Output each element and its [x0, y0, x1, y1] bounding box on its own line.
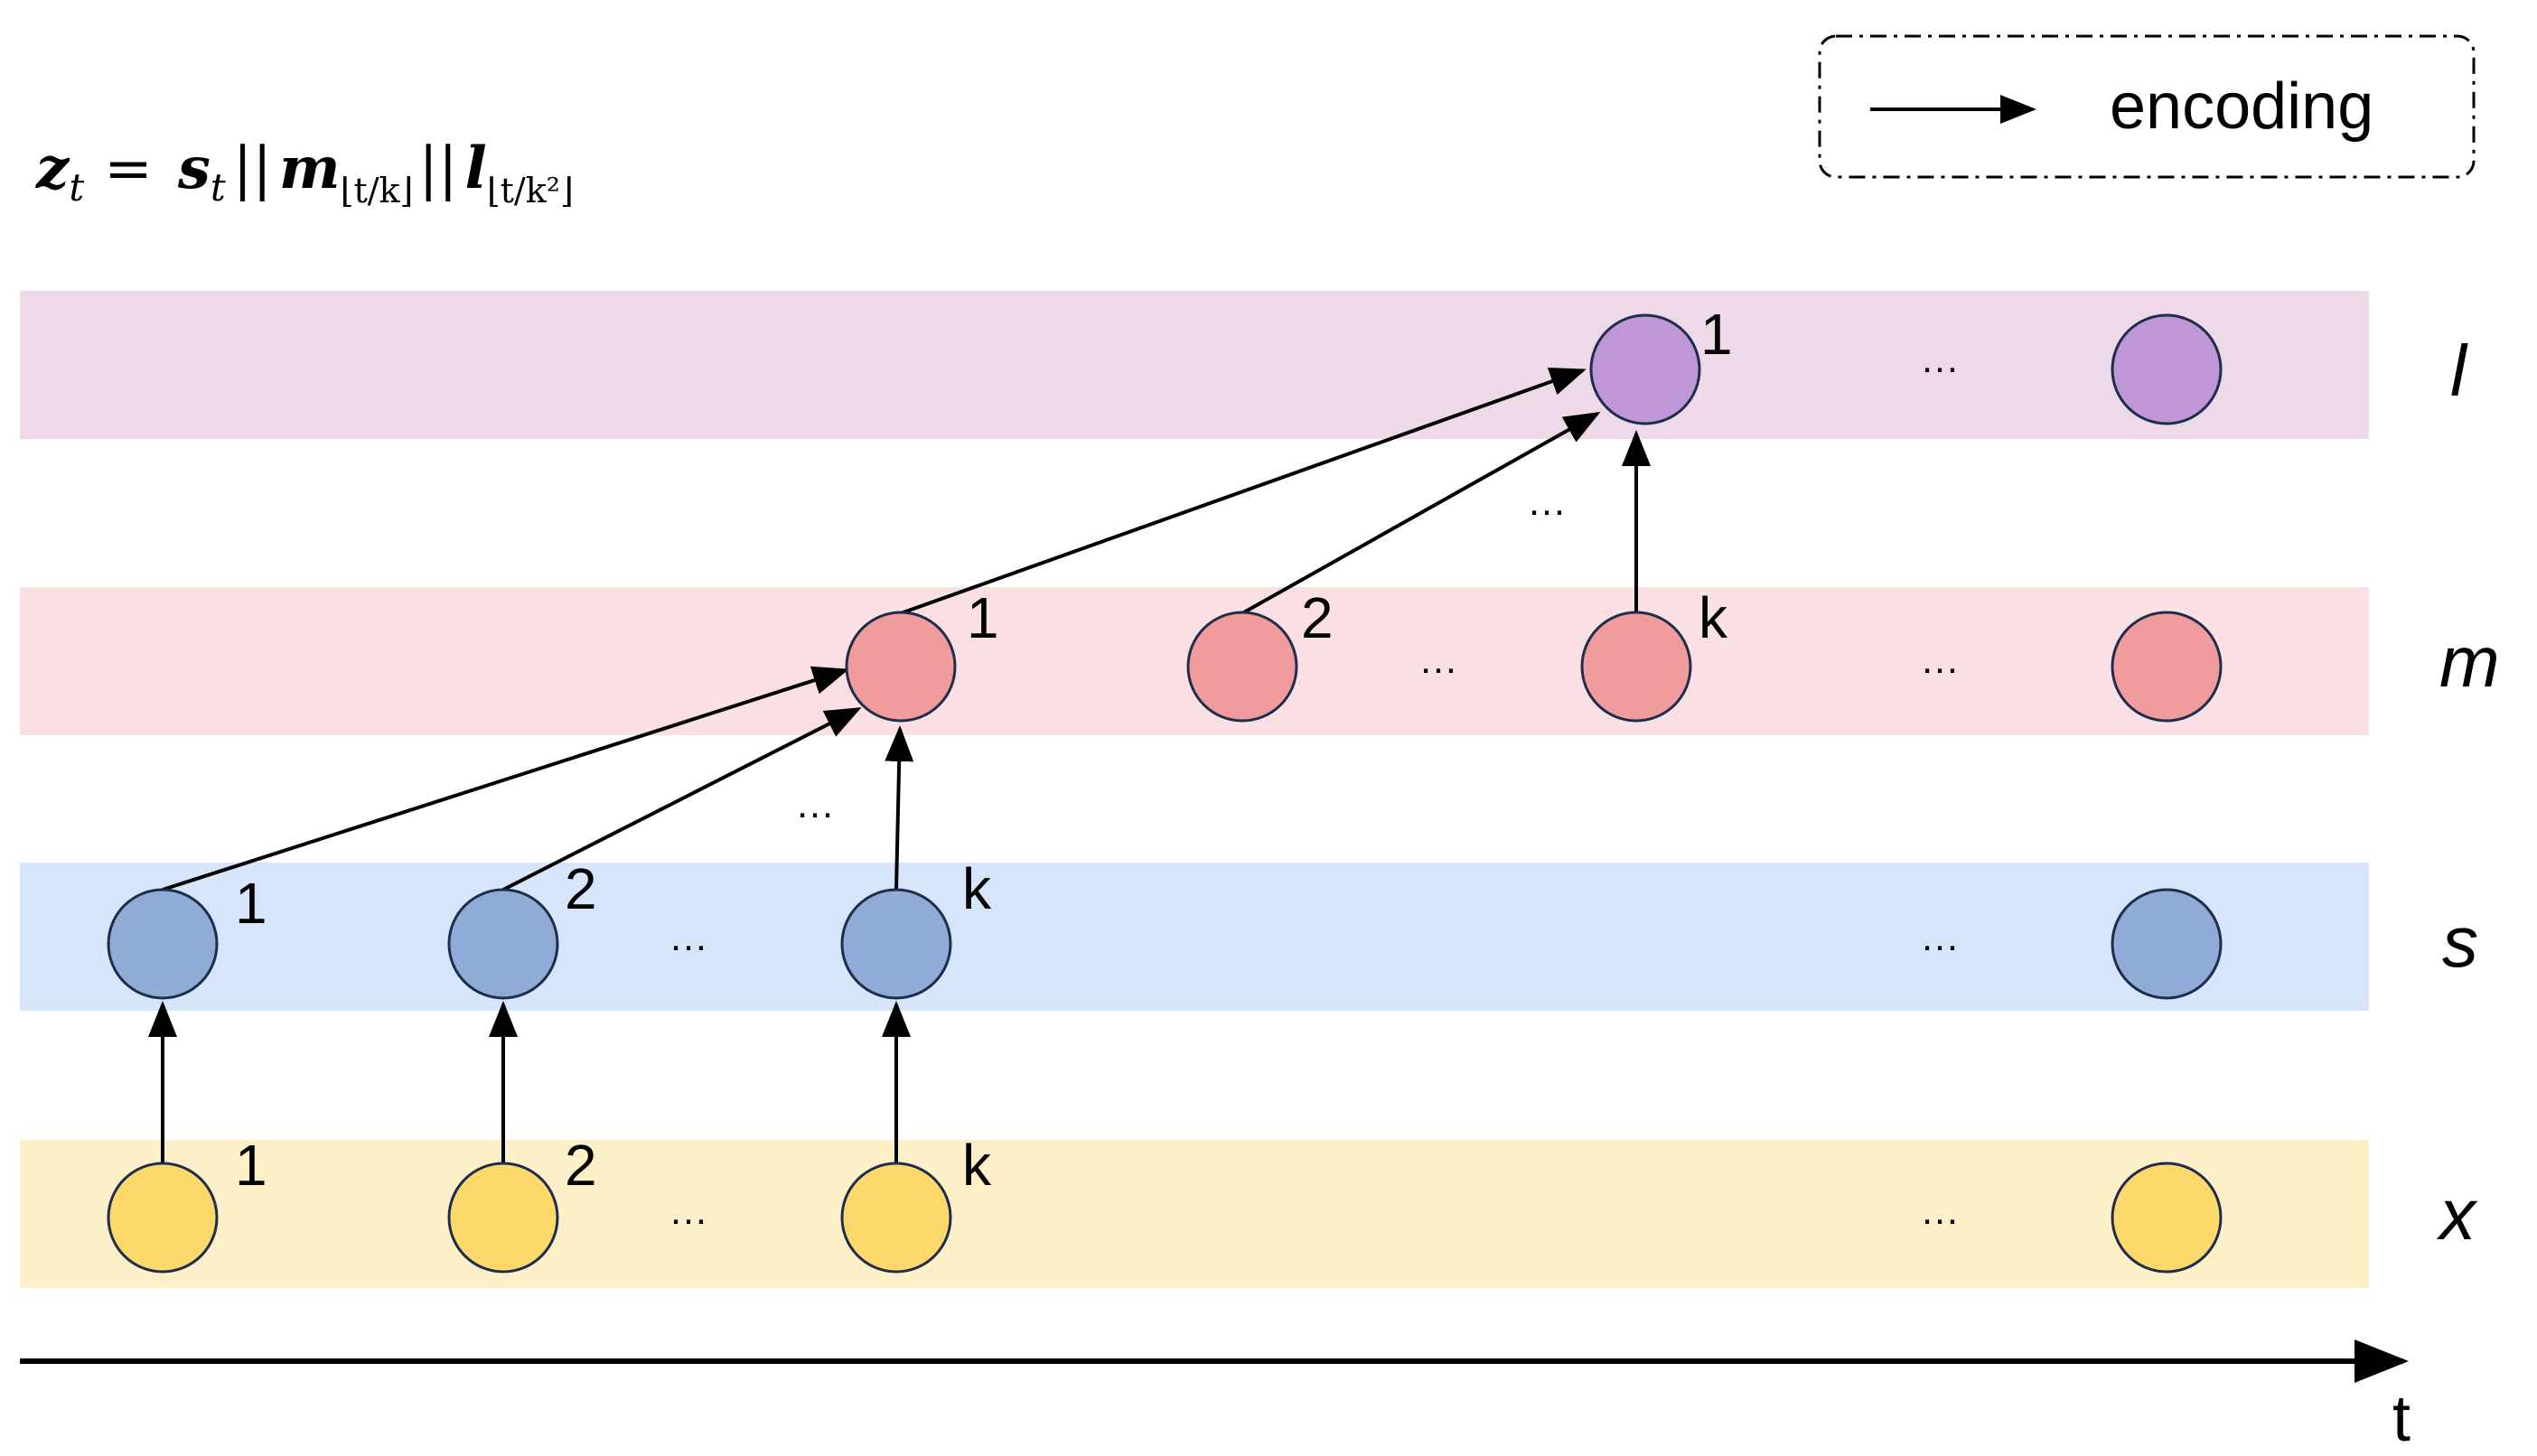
- node-l-1: [1589, 313, 1701, 425]
- formula: zt=st||m⌊t/k⌋||l⌊t/k²⌋: [35, 135, 574, 210]
- label-x-k: k: [962, 1133, 992, 1198]
- node-x-1: [107, 1162, 219, 1274]
- layer-labels: l m s x: [2436, 331, 2500, 1255]
- legend: encoding: [1818, 34, 2476, 179]
- layer-band-s: [20, 863, 2369, 1011]
- label-s-1: 1: [235, 871, 267, 936]
- node-s-1: [107, 888, 219, 1000]
- legend-box: [1818, 34, 2476, 179]
- ellipsis-x-row-b: …: [1920, 1189, 1960, 1233]
- node-labels: 1 1 2 k 1 2 k 1 2 k: [235, 302, 1733, 1198]
- node-s-k: [840, 888, 952, 1000]
- formula-l: l: [465, 135, 487, 202]
- layer-band-x: [20, 1140, 2369, 1288]
- node-x-2: [447, 1162, 559, 1274]
- formula-m: m: [279, 135, 341, 202]
- layer-band-l: [20, 291, 2369, 439]
- layer-label-x: x: [2436, 1174, 2478, 1255]
- time-axis-label: t: [2392, 1383, 2411, 1455]
- node-s-last: [2111, 888, 2223, 1000]
- ellipsis-m-row-a: …: [1418, 638, 1458, 682]
- layer-label-l: l: [2450, 331, 2468, 411]
- label-s-k: k: [962, 856, 992, 921]
- node-x-k: [840, 1162, 952, 1274]
- formula-s-subscript: t: [211, 165, 226, 210]
- label-x-1: 1: [235, 1133, 267, 1198]
- ellipsis-between-s-m: …: [795, 782, 835, 826]
- node-m-1: [845, 611, 957, 723]
- formula-separator-2: ||: [418, 135, 457, 202]
- formula-separator-1: ||: [233, 135, 272, 202]
- arrow-s2-m1: [502, 707, 862, 891]
- node-m-k: [1580, 611, 1692, 723]
- ellipses: … … … … … … … … …: [669, 337, 1960, 1233]
- node-l-last: [2111, 313, 2223, 425]
- formula-equals: =: [104, 135, 153, 202]
- nodes: [107, 313, 2223, 1274]
- layer-label-s: s: [2442, 901, 2478, 982]
- label-m-2: 2: [1301, 585, 1334, 650]
- label-m-k: k: [1699, 585, 1728, 650]
- ellipsis-between-m-l: …: [1527, 480, 1567, 524]
- formula-m-subscript: ⌊t/k⌋: [341, 171, 414, 210]
- ellipsis-s-row-a: …: [669, 915, 708, 959]
- formula-z: z: [35, 135, 70, 202]
- legend-label: encoding: [2110, 70, 2373, 143]
- node-x-last: [2111, 1162, 2223, 1274]
- formula-s: s: [177, 135, 211, 202]
- node-m-2: [1186, 611, 1298, 723]
- arrow-s1-m1: [162, 666, 849, 891]
- arrow-sk-m1: [885, 725, 914, 891]
- label-s-2: 2: [565, 856, 597, 921]
- arrow-m2-l1: [1241, 412, 1601, 615]
- formula-l-subscript: ⌊t/k²⌋: [487, 171, 574, 210]
- label-l-1: 1: [1700, 302, 1733, 367]
- ellipsis-x-row-a: …: [669, 1189, 708, 1233]
- formula-z-subscript: t: [69, 165, 84, 210]
- node-s-2: [447, 888, 559, 1000]
- node-m-last: [2111, 611, 2223, 723]
- encoding-arrows: [148, 368, 1651, 1163]
- ellipsis-l-row: …: [1920, 337, 1960, 381]
- label-m-1: 1: [967, 585, 999, 650]
- ellipsis-m-row-b: …: [1920, 638, 1960, 682]
- layer-label-m: m: [2439, 621, 2500, 702]
- arrow-m1-l1: [900, 368, 1587, 615]
- label-x-2: 2: [565, 1133, 597, 1198]
- ellipsis-s-row-b: …: [1920, 915, 1960, 959]
